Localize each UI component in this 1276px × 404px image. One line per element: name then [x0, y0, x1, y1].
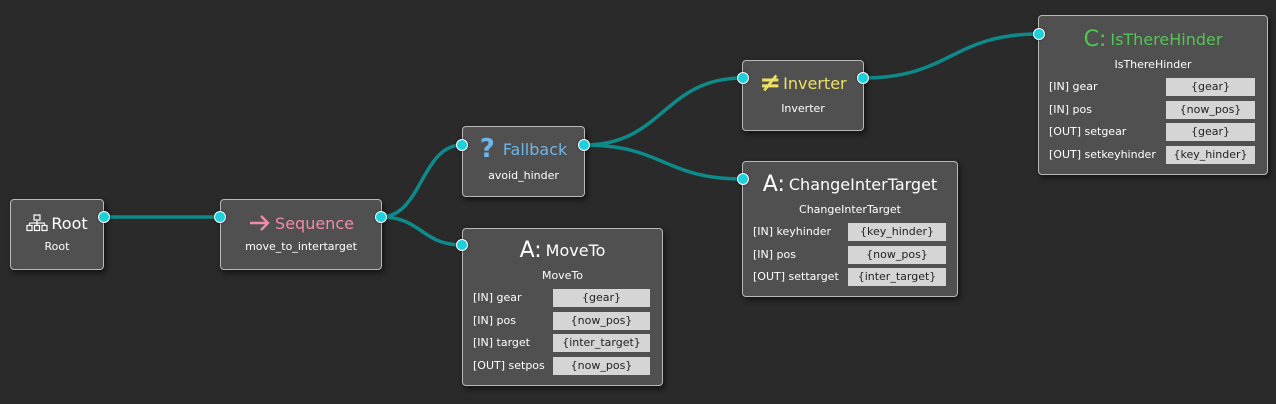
- port-name: [IN] pos: [753, 248, 796, 261]
- node-inverter[interactable]: ≠ Inverter Inverter: [742, 60, 864, 131]
- question-icon: ?: [479, 134, 495, 164]
- node-moveto-title: MoveTo: [545, 240, 606, 260]
- port-name: [IN] keyhinder: [753, 225, 832, 238]
- condition-icon: C:: [1083, 26, 1107, 52]
- port-value-field[interactable]: {now_pos}: [1166, 101, 1255, 119]
- isthere-port-row: [OUT] setkeyhinder {key_hinder}: [1039, 145, 1267, 165]
- node-inverter-title: Inverter: [783, 73, 847, 93]
- node-fallback-header: ? Fallback: [463, 136, 584, 162]
- node-changeintertarget-title: ChangeInterTarget: [788, 174, 938, 194]
- isthere-port-row: [IN] pos {now_pos}: [1039, 100, 1267, 120]
- port-value-field[interactable]: {now_pos}: [553, 312, 650, 330]
- port-name: [OUT] setpos: [473, 359, 545, 372]
- action-icon: A:: [762, 171, 785, 197]
- node-sequence-header: Sequence: [221, 210, 381, 236]
- node-moveto-instance: MoveTo: [541, 269, 584, 282]
- port-value-field[interactable]: {gear}: [1166, 123, 1255, 141]
- node-sequence-title: Sequence: [275, 213, 354, 233]
- port-name: [OUT] setkeyhinder: [1049, 148, 1156, 161]
- port-value-field[interactable]: {inter_target}: [848, 268, 946, 286]
- node-sequence-instance: move_to_intertarget: [245, 240, 357, 253]
- sequence-output-port[interactable]: [375, 211, 387, 223]
- node-isthere-instance: IsThereHinder: [1114, 58, 1192, 71]
- node-changeintertarget-instance: ChangeInterTarget: [799, 203, 901, 216]
- port-name: [IN] pos: [1049, 103, 1092, 116]
- changeintertarget-input-port[interactable]: [737, 173, 749, 185]
- moveto-port-row: [IN] pos {now_pos}: [463, 311, 662, 331]
- port-value-field[interactable]: {key_hinder}: [1166, 146, 1255, 164]
- sequence-input-port[interactable]: [214, 211, 226, 223]
- node-fallback-instance: avoid_hinder: [488, 169, 559, 182]
- port-value-field[interactable]: {inter_target}: [553, 334, 650, 352]
- node-sequence[interactable]: Sequence move_to_intertarget: [220, 199, 382, 270]
- changeintertarget-port-row: [OUT] settarget {inter_target}: [743, 267, 957, 287]
- node-isthere-title: IsThereHinder: [1110, 29, 1223, 49]
- port-value-field[interactable]: {now_pos}: [848, 246, 946, 264]
- node-moveto-header: A: MoveTo: [463, 237, 662, 263]
- port-name: [IN] pos: [473, 314, 516, 327]
- isthere-port-row: [IN] gear {gear}: [1039, 77, 1267, 97]
- port-value-field[interactable]: {now_pos}: [553, 357, 650, 375]
- moveto-port-row: [IN] gear {gear}: [463, 288, 662, 308]
- arrow-right-icon: [248, 214, 272, 232]
- action-icon: A:: [519, 237, 542, 263]
- node-inverter-header: ≠ Inverter: [743, 70, 863, 96]
- moveto-port-row: [IN] target {inter_target}: [463, 333, 662, 353]
- port-name: [IN] target: [473, 336, 530, 349]
- port-name: [IN] gear: [1049, 80, 1098, 93]
- changeintertarget-port-row: [IN] keyhinder {key_hinder}: [743, 222, 957, 242]
- port-value-field[interactable]: {gear}: [553, 289, 650, 307]
- fallback-output-port[interactable]: [578, 139, 590, 151]
- edge-sequence-moveto: [380, 215, 463, 247]
- tree-icon: [26, 214, 48, 232]
- node-changeintertarget-header: A: ChangeInterTarget: [743, 171, 957, 197]
- not-equal-icon: ≠: [759, 68, 782, 98]
- isthere-input-port[interactable]: [1033, 28, 1045, 40]
- isthere-port-row: [OUT] setgear {gear}: [1039, 122, 1267, 142]
- node-root-header: Root: [11, 210, 103, 236]
- node-root[interactable]: Root Root: [10, 199, 104, 270]
- inverter-output-port[interactable]: [857, 72, 869, 84]
- edge-fallback-changeintertarget: [583, 143, 744, 181]
- fallback-input-port[interactable]: [456, 139, 468, 151]
- node-moveto[interactable]: A: MoveTo MoveTo [IN] gear {gear} [IN] p…: [462, 228, 663, 386]
- edge-sequence-fallback: [380, 143, 463, 219]
- port-value-field[interactable]: {key_hinder}: [848, 223, 946, 241]
- edge-inverter-isthere: [862, 32, 1040, 80]
- edge-fallback-inverter: [583, 76, 744, 147]
- node-isthere-header: C: IsThereHinder: [1039, 26, 1267, 52]
- node-fallback-title: Fallback: [502, 139, 568, 159]
- node-fallback[interactable]: ? Fallback avoid_hinder: [462, 126, 585, 197]
- node-isthere[interactable]: C: IsThereHinder IsThereHinder [IN] gear…: [1038, 15, 1268, 175]
- root-output-port[interactable]: [98, 211, 110, 223]
- changeintertarget-port-row: [IN] pos {now_pos}: [743, 245, 957, 265]
- moveto-input-port[interactable]: [456, 239, 468, 251]
- port-name: [OUT] setgear: [1049, 125, 1127, 138]
- port-value-field[interactable]: {gear}: [1166, 78, 1255, 96]
- moveto-port-row: [OUT] setpos {now_pos}: [463, 356, 662, 376]
- port-name: [OUT] settarget: [753, 270, 839, 283]
- node-root-title: Root: [51, 213, 88, 233]
- node-root-instance: Root: [44, 240, 70, 253]
- port-name: [IN] gear: [473, 291, 522, 304]
- inverter-input-port[interactable]: [737, 72, 749, 84]
- node-inverter-instance: Inverter: [781, 102, 825, 115]
- node-changeintertarget[interactable]: A: ChangeInterTarget ChangeInterTarget […: [742, 161, 958, 297]
